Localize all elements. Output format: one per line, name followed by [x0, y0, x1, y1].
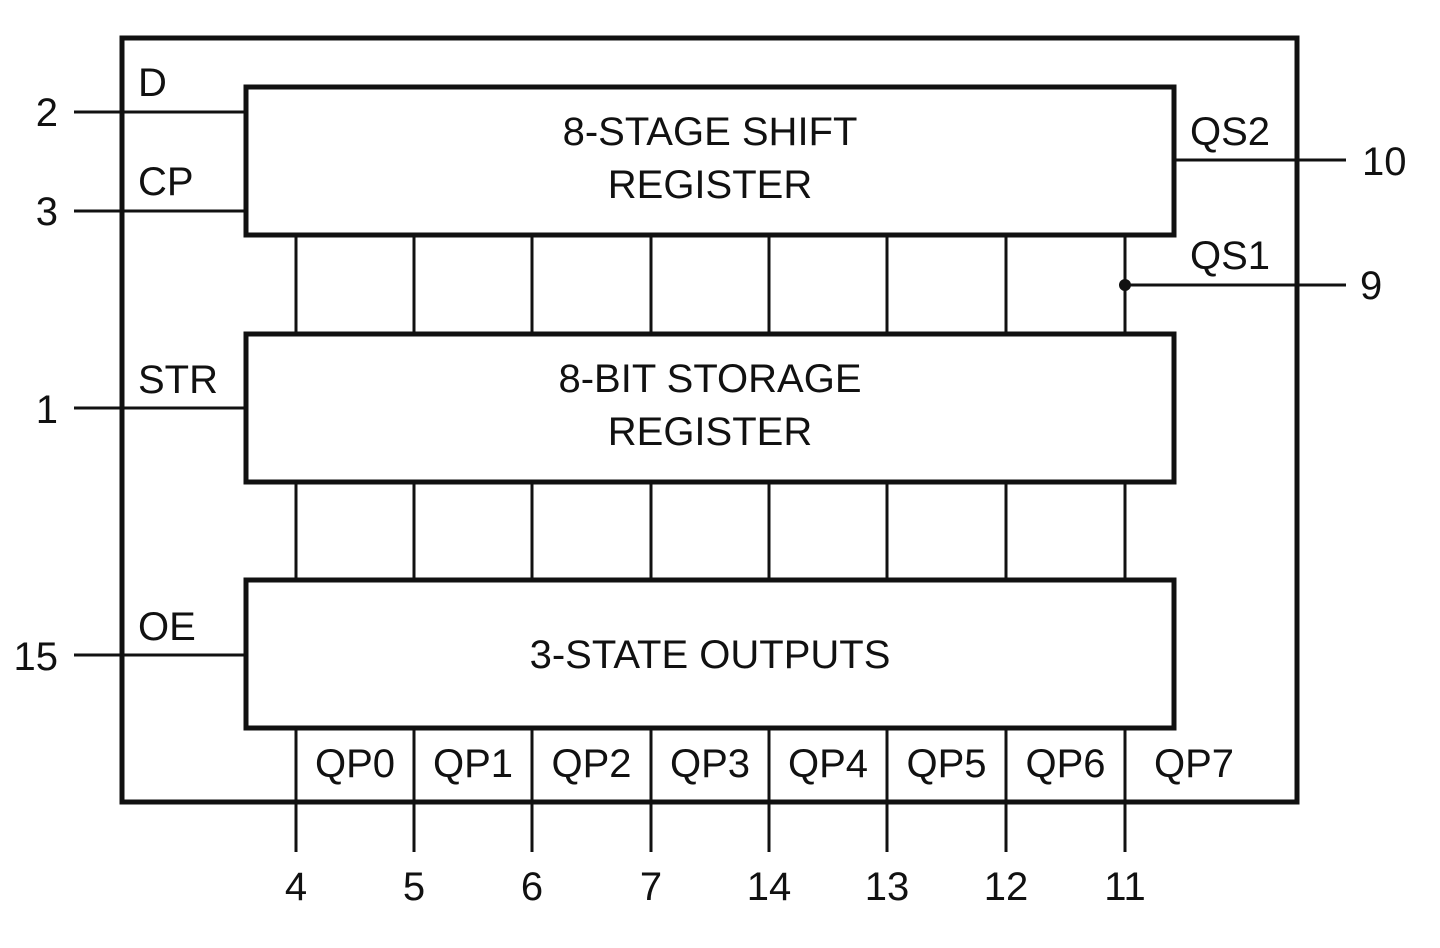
d-signal-label: D: [138, 61, 167, 105]
output-pin-number-qp1: 5: [403, 865, 425, 909]
output-label-qp0: QP0: [315, 742, 395, 786]
storage-register-title-2: REGISTER: [608, 410, 812, 454]
bus-storage-to-outputs: [294, 482, 1127, 580]
output-labels: QP0 QP1 QP2 QP3 QP4 QP5 QP6 QP7: [315, 742, 1234, 786]
bus-shift-to-storage: [294, 235, 1127, 334]
str-pin-number: 1: [36, 388, 58, 432]
output-label-qp6: QP6: [1025, 742, 1105, 786]
cp-signal-label: CP: [138, 160, 194, 204]
storage-register-title-1: 8-BIT STORAGE: [558, 357, 861, 401]
output-pin-number-qp6: 12: [984, 865, 1029, 909]
output-pin-leads: [294, 728, 1127, 852]
output-label-qp7: QP7: [1154, 742, 1234, 786]
output-pin-number-qp3: 7: [640, 865, 662, 909]
shift-register-title-2: REGISTER: [608, 163, 812, 207]
d-pin-number: 2: [36, 91, 58, 135]
output-pin-number-qp2: 6: [521, 865, 543, 909]
qs2-pin-number: 10: [1362, 140, 1407, 184]
oe-signal-label: OE: [138, 605, 196, 649]
output-label-qp5: QP5: [906, 742, 986, 786]
output-label-qp3: QP3: [670, 742, 750, 786]
output-pin-number-qp5: 13: [865, 865, 910, 909]
cp-pin-number: 3: [36, 190, 58, 234]
str-signal-label: STR: [138, 358, 218, 402]
qs2-signal-label: QS2: [1190, 110, 1270, 154]
output-pin-numbers: 4 5 6 7 14 13 12 11: [285, 865, 1146, 909]
storage-register-block: [243, 331, 1177, 485]
output-label-qp4: QP4: [788, 742, 868, 786]
output-label-qp2: QP2: [551, 742, 631, 786]
oe-pin-number: 15: [14, 635, 59, 679]
shift-register-title-1: 8-STAGE SHIFT: [563, 110, 858, 154]
qs1-signal-label: QS1: [1190, 234, 1270, 278]
output-pin-number-qp4: 14: [747, 865, 792, 909]
output-buffer-title: 3-STATE OUTPUTS: [530, 633, 891, 677]
output-pin-number-qp7: 11: [1104, 865, 1146, 909]
qs1-junction-dot: [1119, 279, 1131, 291]
output-pin-number-qp0: 4: [285, 865, 307, 909]
qs1-pin-number: 9: [1360, 264, 1382, 308]
shift-register-block: [243, 84, 1177, 238]
output-label-qp1: QP1: [433, 742, 513, 786]
output-buffer-block: [243, 577, 1177, 731]
